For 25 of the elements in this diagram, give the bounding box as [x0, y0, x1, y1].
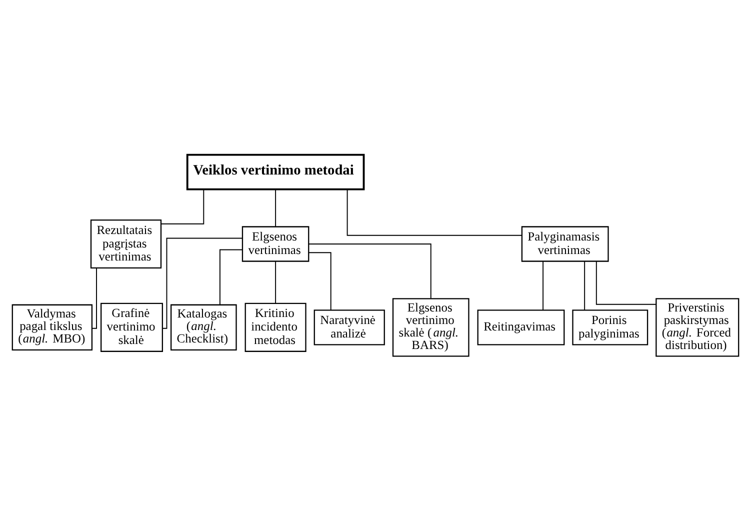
node-box: Porinis palyginimas	[572, 310, 648, 346]
node-box: Reitingavimas	[477, 310, 565, 346]
node-box: Naratyvinė analizė	[314, 310, 385, 346]
connector	[219, 249, 243, 305]
node-box: Katalogas (angl. Checklist)	[170, 304, 237, 350]
connector	[160, 189, 204, 224]
connector	[308, 252, 332, 311]
connector	[275, 189, 276, 227]
node-box: Elgsenos vertinimo skalė (angl. BARS)	[392, 298, 470, 357]
node-box: Rezultatais pagrįstas vertinimas	[90, 219, 162, 269]
node-box: Kritinio incidento metodas	[244, 302, 306, 352]
connector	[596, 260, 656, 305]
connector	[275, 260, 276, 304]
connector	[584, 260, 586, 311]
connector	[92, 268, 97, 329]
node-box: Valdymas pagal tikslus (angl. MBO)	[12, 304, 93, 350]
node-box: Veiklos vertinimo metodai	[186, 154, 365, 190]
node-box: Elgsenos vertinimas	[242, 226, 310, 262]
node-box: Palyginamasis vertinimas	[521, 226, 609, 262]
node-box: Priverstinis paskirstymas (angl. Forced distribution)	[656, 298, 740, 357]
connector	[162, 238, 243, 329]
connector	[346, 188, 522, 236]
node-box: Grafinė vertinimo skalė	[100, 302, 163, 352]
connector	[308, 244, 432, 299]
connector	[542, 260, 544, 311]
